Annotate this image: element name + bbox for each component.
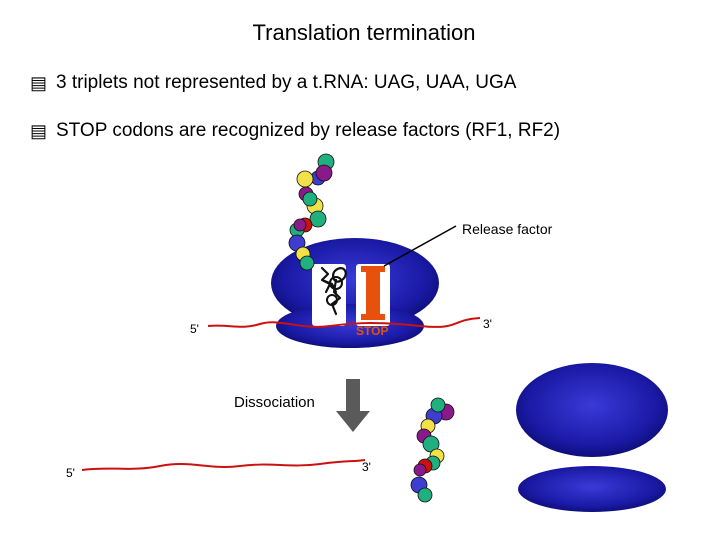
mrna-bottom [81,459,366,471]
large-subunit-free [516,363,668,457]
five-prime-label-bottom: 5' [66,466,75,480]
dissociation-arrow-head [336,411,370,432]
trna-loop [326,294,338,306]
bullet-text: STOP codons are recognized by release fa… [56,120,561,141]
release-factor-cap [361,266,385,272]
release-factor-base [361,314,385,320]
trna-loop [329,276,343,290]
five-prime-label-top: 5' [190,322,199,336]
dissociation-arrow-shaft [346,379,360,413]
three-prime-label-top: 3' [483,317,492,331]
three-prime-label-bottom: 3' [362,460,371,474]
release-factor-pointer [383,225,457,267]
note-pages-icon: ▤ [30,120,48,141]
stop-codon-label: STOP [356,324,389,338]
mrna-top [207,317,481,328]
release-factor-label: Release factor [462,221,553,237]
note-pages-icon: ▤ [30,72,48,93]
bullet-text: 3 triplets not represented by a t.RNA: U… [56,72,517,93]
release-factor [366,268,380,318]
peptide-chain-top [288,153,335,271]
bullet-stop-triplets: ▤ 3 triplets not represented by a t.RNA:… [30,72,516,94]
dissociation-label: Dissociation [234,394,315,411]
small-subunit-free [518,466,666,512]
peptide-chain-bottom [410,397,455,503]
bullet-release-factors: ▤ STOP codons are recognized by release … [30,120,560,142]
slide-title: Translation termination [252,20,476,45]
